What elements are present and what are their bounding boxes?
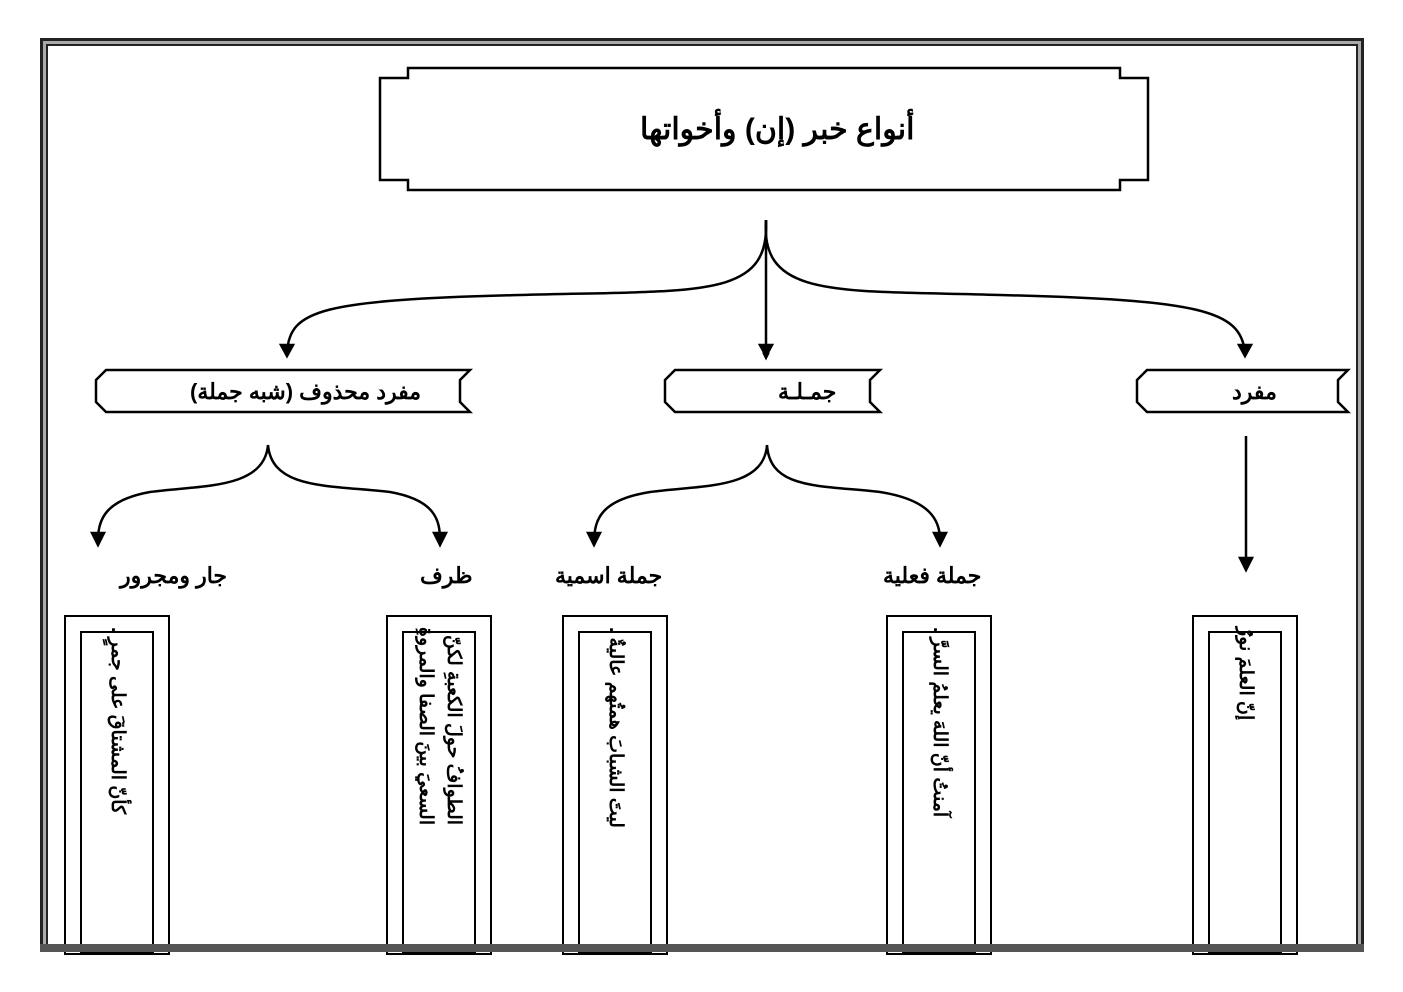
box-shibh [94,368,474,414]
label-mufrad: مفرد [1232,379,1277,404]
example-box-filiya: آمنتُ أنّ اللهَ يعلمُ السرَّ . [886,615,992,955]
example-box-jar: كأنّ المشتاقَ على جمرٍ . [64,615,170,955]
frame-bottom-edge [40,944,1364,952]
label-jar-majrur: جار ومجرور [120,563,228,588]
label-jumla-filiya: جملة فعلية [883,563,982,588]
arrow-left [285,219,768,353]
example-box-ismiya: ليتَ الشبابَ همتُهم عاليةٌ . [562,615,668,955]
title-box [378,66,1150,192]
example-box-mufrad: إنّ العلمَ نورٌ [1192,615,1298,955]
arrow-shibh-branches [96,444,442,541]
label-shibh-jumla: مفرد محذوف (شبه جملة) [190,379,422,404]
box-mufrad [1135,368,1352,414]
arrow-right [764,219,1247,353]
arrow-jumla-branches [592,444,942,541]
label-jumla-ismiya: جملة اسمية [555,563,663,588]
diagram-title: أنواع خبر (إن) وأخواتها [640,113,915,146]
box-jumla [663,368,884,414]
label-zarf: ظرف [420,563,473,588]
label-jumla: جمـلـة [778,379,837,404]
example-box-zarf: الطوافُ حولَ الكعبةِ لكنّ السعيَ بينَ ال… [386,615,492,955]
